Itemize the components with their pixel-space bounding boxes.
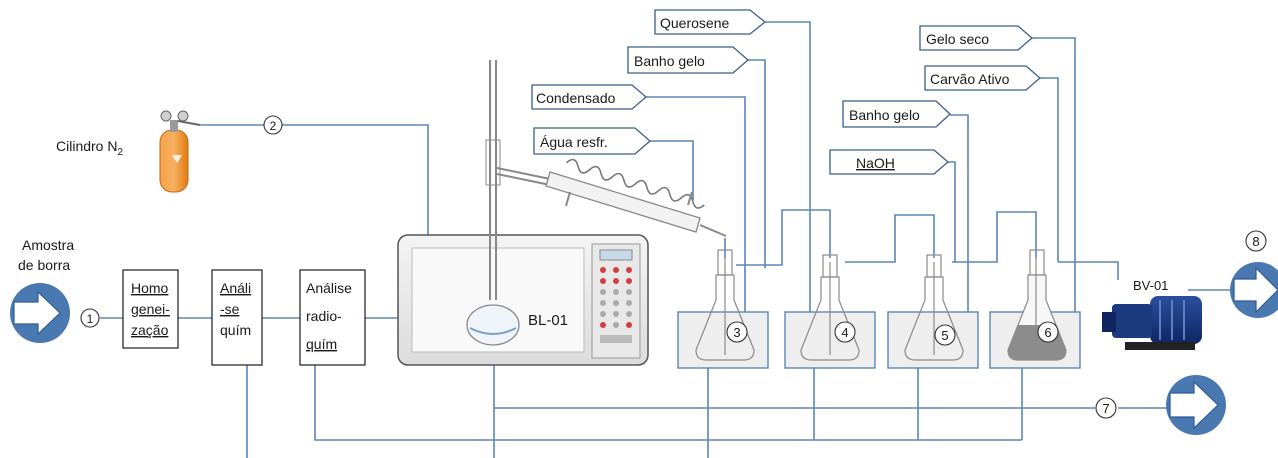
tag-naoh: NaOH [829, 149, 949, 175]
n2-cylinder-icon [159, 110, 201, 193]
svg-text:NaOH: NaOH [856, 155, 895, 171]
tag-banho-gelo-2: Banho gelo [842, 100, 951, 128]
outlet-arrow-7-icon [1166, 375, 1226, 435]
tag-banho-gelo-1: Banho gelo [627, 46, 749, 74]
svg-text:8: 8 [1252, 234, 1259, 249]
bv01-label: BV-01 [1133, 278, 1168, 293]
tag-condensado: Condensado [531, 84, 647, 110]
stream-1-marker: 1 [80, 308, 100, 328]
svg-text:6: 6 [1044, 325, 1051, 340]
amostra-label-line2: de borra [18, 257, 70, 273]
outlet-arrow-8-icon [1230, 262, 1278, 318]
svg-text:Gelo seco: Gelo seco [926, 31, 989, 47]
condenser-icon [496, 158, 727, 237]
stream-7-marker: 7 [1095, 397, 1117, 419]
analise-quim-line3: quím [220, 322, 251, 338]
tag-querosene: Querosene [654, 9, 767, 35]
svg-text:2: 2 [270, 119, 277, 133]
process-lines [100, 21, 1232, 458]
analise-radio-line2: radio- [306, 308, 342, 324]
analise-radio-box: Análise radio- quím [299, 269, 366, 366]
inlet-arrow-icon [10, 283, 70, 343]
analise-quim-box: Análi -se quím [211, 269, 263, 366]
homo-line2: genei- [131, 301, 170, 317]
svg-text:5: 5 [941, 328, 948, 343]
bl01-label: BL-01 [528, 312, 568, 329]
tag-carvao-ativo: Carvão Ativo [924, 65, 1041, 91]
flask-6: 6 [989, 249, 1081, 369]
homo-line3: zação [131, 322, 169, 338]
cilindro-label: Cilindro N2 [56, 138, 123, 158]
tag-agua-resfr: Água resfr. [533, 127, 651, 155]
reaction-flask-icon [466, 60, 520, 346]
svg-text:Querosene: Querosene [660, 15, 729, 31]
microwave-bl01: BL-01 [397, 234, 649, 366]
homo-line1: Homo [131, 280, 169, 296]
vacuum-pump-icon [1102, 296, 1202, 350]
svg-text:Banho gelo: Banho gelo [634, 53, 705, 69]
flask-5: 5 [887, 254, 979, 369]
stream-2-marker: 2 [263, 115, 283, 135]
svg-text:Banho gelo: Banho gelo [849, 107, 920, 123]
keypad-icon [600, 267, 632, 343]
svg-text:Carvão Ativo: Carvão Ativo [930, 71, 1010, 87]
svg-text:7: 7 [1102, 401, 1109, 416]
tag-gelo-seco: Gelo seco [919, 25, 1033, 51]
analise-quim-line1: Análi [220, 280, 251, 296]
flask-3: 3 [677, 249, 769, 369]
analise-radio-line3: quím [306, 336, 337, 352]
svg-text:4: 4 [841, 325, 848, 340]
analise-radio-line1: Análise [306, 280, 352, 296]
homogeneizacao-box: Homo genei- zação [122, 269, 179, 349]
analise-quim-line2: -se [220, 301, 240, 317]
svg-text:3: 3 [733, 325, 740, 340]
flask-4: 4 [784, 254, 876, 369]
amostra-label-line1: Amostra [22, 237, 74, 253]
stream-8-marker: 8 [1245, 230, 1267, 252]
svg-text:1: 1 [87, 312, 94, 326]
svg-text:Água resfr.: Água resfr. [540, 134, 608, 150]
svg-text:Condensado: Condensado [536, 90, 616, 106]
